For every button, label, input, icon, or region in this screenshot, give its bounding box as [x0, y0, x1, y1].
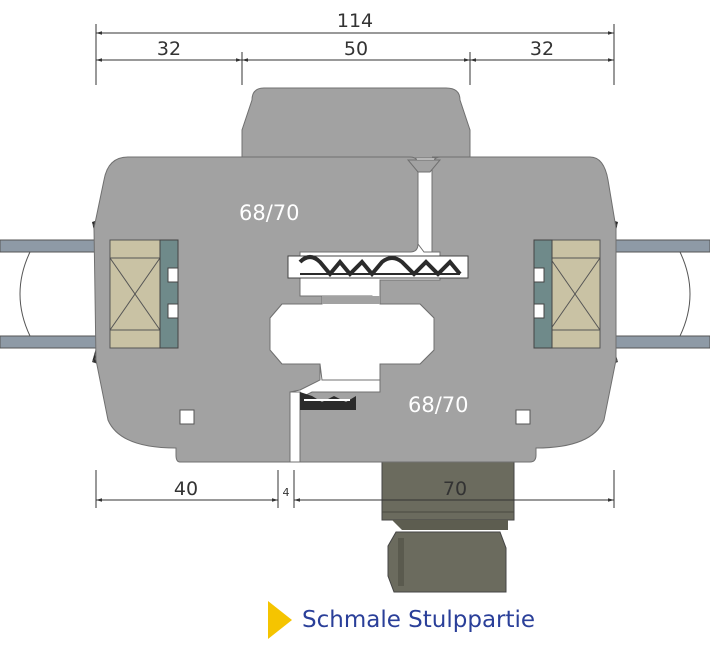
left-glazing [0, 216, 111, 368]
overall-dimension-label: 114 [337, 10, 373, 32]
caption: Schmale Stulppartie [268, 600, 535, 640]
right-glazing-bead [533, 239, 601, 349]
right-dimension-label: 32 [530, 38, 554, 60]
upper-profile-label: 68/70 [239, 201, 300, 225]
upper-gasket [287, 255, 469, 279]
left-drain-hole [179, 409, 195, 425]
center-dimension-label: 50 [344, 38, 368, 60]
lower-profile-label: 68/70 [408, 393, 469, 417]
bottom-right-dimension-label: 70 [443, 478, 467, 500]
right-drain-hole [515, 409, 531, 425]
bottom-left-dimension-label: 40 [174, 478, 198, 500]
bottom-dimensions [95, 470, 615, 508]
inner-chamber [269, 295, 435, 381]
caption-text: Schmale Stulppartie [302, 607, 536, 633]
yellow-arrow-icon [268, 601, 292, 639]
bottom-gap-dimension-label: 4 [283, 486, 290, 499]
left-dimension-label: 32 [157, 38, 181, 60]
lower-gasket [300, 392, 356, 410]
top-dimensions [95, 24, 615, 85]
hardware-bracket [381, 461, 515, 593]
top-cap-profile [241, 87, 471, 159]
left-glazing-bead [109, 239, 179, 349]
